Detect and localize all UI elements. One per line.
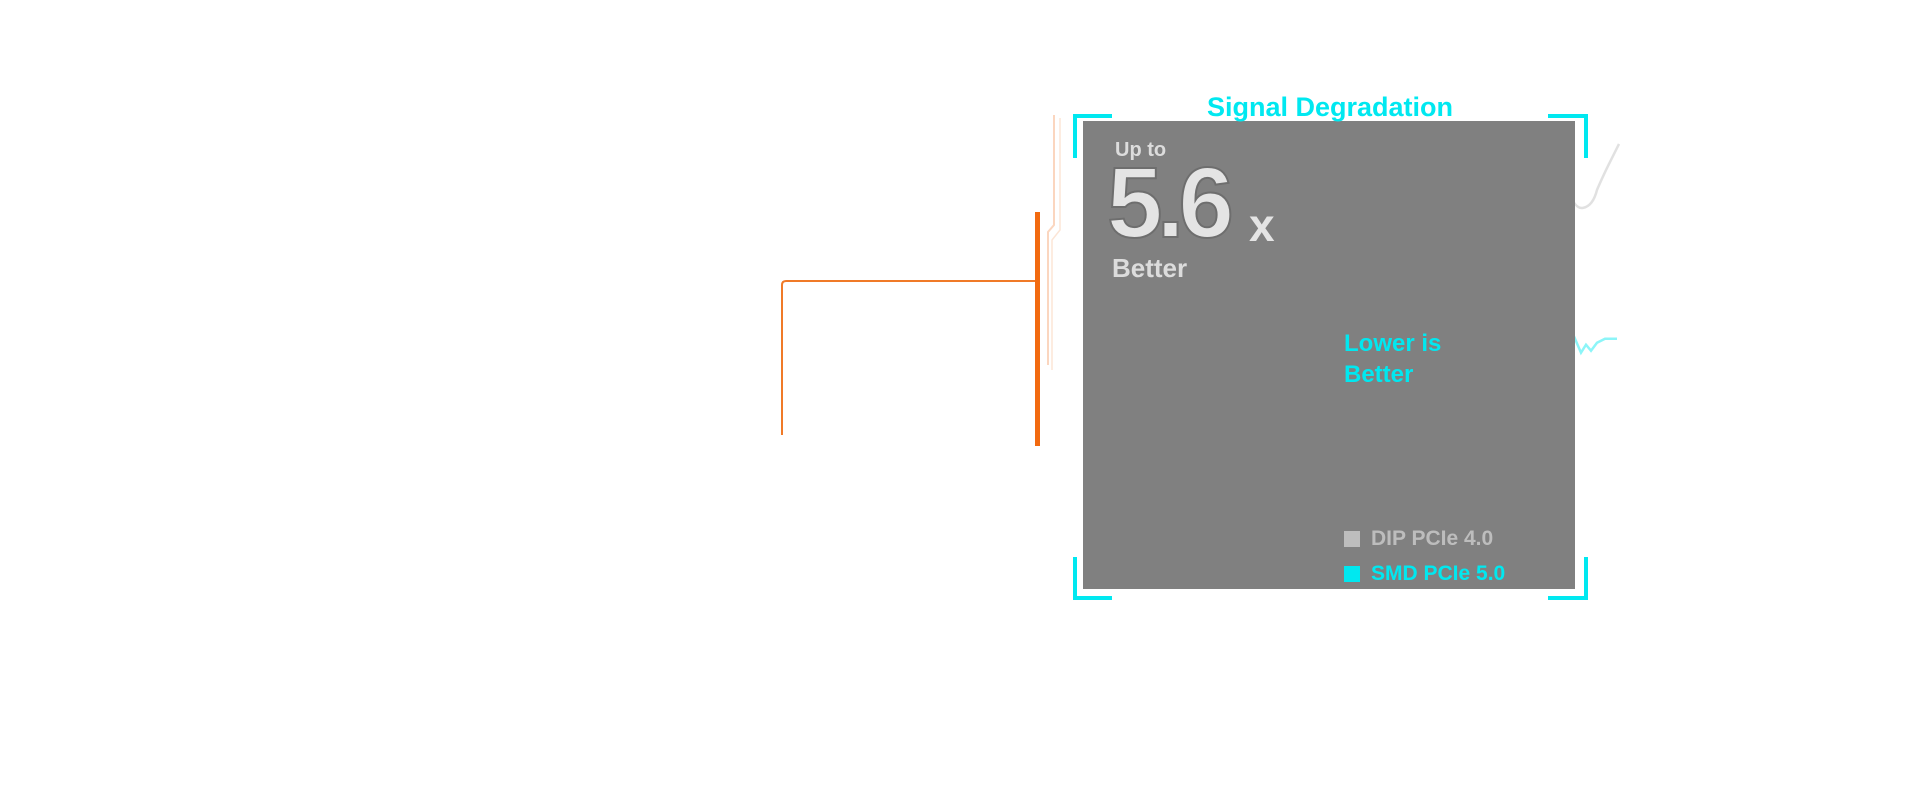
bracket-top-left [1073, 114, 1112, 158]
bracket-corners [1073, 114, 1588, 600]
callout-caption: Better [1112, 253, 1188, 283]
series-tail-dip-pcie-4 [1563, 143, 1621, 210]
chart-title: Signal Degradation [1206, 92, 1454, 122]
circuit-line-faint-a [1047, 115, 1055, 365]
legend-label-smd: SMD PCIe 5.0 [1371, 562, 1506, 585]
legend-item-smd: SMD PCIe 5.0 [1344, 562, 1505, 586]
legend-item-dip: DIP PCIe 4.0 [1344, 527, 1493, 551]
annotation-lower-is-better: Lower is Better [1344, 330, 1442, 388]
circuit-line-outer [781, 280, 1037, 435]
circuit-bar-thick [1035, 212, 1040, 446]
legend-swatch-dip [1344, 531, 1360, 547]
decorative-circuit-lines [781, 115, 1061, 446]
bracket-bottom-left [1073, 557, 1112, 600]
legend-swatch-smd [1344, 566, 1360, 582]
callout-suffix: x [1249, 199, 1275, 251]
bracket-bottom-right [1548, 557, 1588, 600]
legend-label-dip: DIP PCIe 4.0 [1371, 527, 1494, 550]
plot-area [1083, 121, 1575, 589]
callout-prefix: Up to [1115, 139, 1167, 161]
callout-value: 5.6 [1106, 147, 1235, 259]
circuit-line-faint-b [1051, 118, 1061, 370]
bracket-top-right [1548, 114, 1588, 158]
